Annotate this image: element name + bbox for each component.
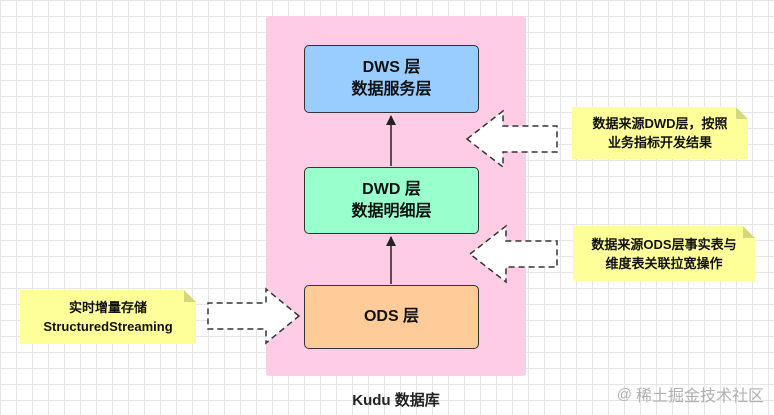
dwd-layer-box[interactable]: DWD 层 数据明细层 — [304, 167, 479, 234]
ods-source-note-line-2: StructuredStreaming — [43, 319, 173, 334]
dwd-layer-desc: 数据明细层 — [351, 202, 432, 220]
ods-layer-name: ODS 层 — [363, 308, 420, 325]
ods-source-note-line-1: 实时增量存储 — [68, 300, 147, 315]
dws-layer-desc: 数据服务层 — [351, 81, 432, 98]
watermark-text: 稀土掘金技术社区 — [635, 388, 764, 405]
dws-layer-name: DWS 层 — [362, 59, 421, 76]
dwd-source-note-line-1: 数据来源ODS层事实表与 — [591, 236, 737, 252]
dwd-layer-name: DWD 层 — [362, 180, 421, 198]
ods-input-hollow-arrow — [207, 287, 301, 345]
dws-source-note-line-2: 业务指标开发结果 — [607, 135, 712, 150]
dwd-source-note-line-2: 维度表关联拉宽操作 — [605, 255, 723, 271]
dwd-input-hollow-arrow — [468, 224, 558, 284]
database-label: Kudu 数据库 — [352, 392, 440, 409]
ods-source-note: 实时增量存储 StructuredStreaming — [20, 290, 196, 344]
watermark: @ 稀土掘金技术社区 — [617, 382, 764, 406]
dws-source-note-line-1: 数据来源DWD层，按照 — [592, 116, 728, 131]
dws-input-hollow-arrow — [465, 109, 558, 169]
at-sign-icon: @ — [616, 385, 632, 403]
dws-layer-box[interactable]: DWS 层 数据服务层 — [304, 45, 479, 113]
dwd-source-note: 数据来源ODS层事实表与 维度表关联拉宽操作 — [573, 226, 755, 281]
dws-source-note: 数据来源DWD层，按照 业务指标开发结果 — [572, 107, 748, 159]
ods-layer-box[interactable]: ODS 层 — [304, 285, 479, 349]
